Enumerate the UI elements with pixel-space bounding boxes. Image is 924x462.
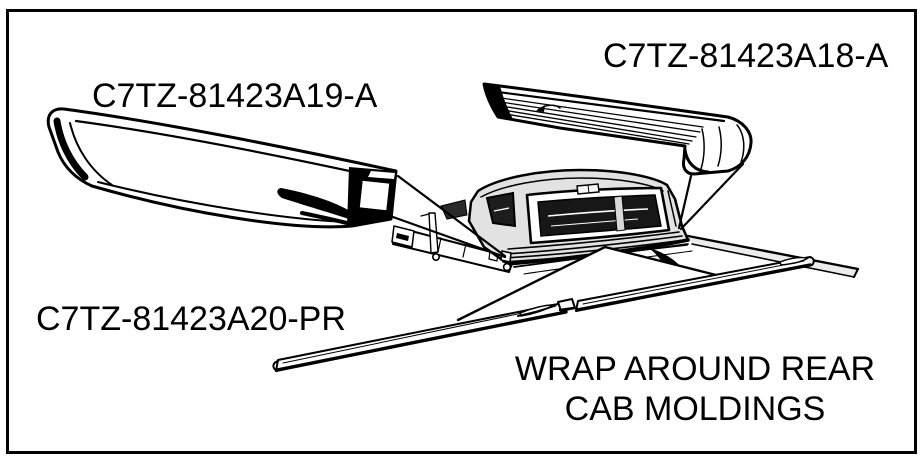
part-label-upper-left-molding: C7TZ-81423A19-A [92, 77, 378, 115]
strip-leader-lines [456, 245, 718, 322]
caption-line-2: CAB MOLDINGS [564, 390, 826, 428]
strip-moldings-drawing [272, 256, 815, 372]
bed-right-rail [688, 236, 858, 277]
part-label-lower-strip-pair: C7TZ-81423A20-PR [36, 300, 346, 338]
left-molding-drawing [46, 107, 507, 259]
rear-window-glass [537, 194, 662, 237]
window-divider [613, 195, 626, 232]
part-label-upper-right-molding: C7TZ-81423A18-A [603, 37, 889, 75]
figure-caption: WRAP AROUND REAR CAB MOLDINGS [455, 349, 924, 429]
front-window-glimpse [440, 199, 468, 220]
molding-ribs [493, 96, 704, 145]
truck-drawing [391, 168, 860, 278]
caption-line-1: WRAP AROUND REAR [514, 350, 876, 388]
border-frame [6, 9, 917, 454]
right-molding-drawing [482, 82, 753, 231]
bed-front-stake [428, 212, 439, 254]
